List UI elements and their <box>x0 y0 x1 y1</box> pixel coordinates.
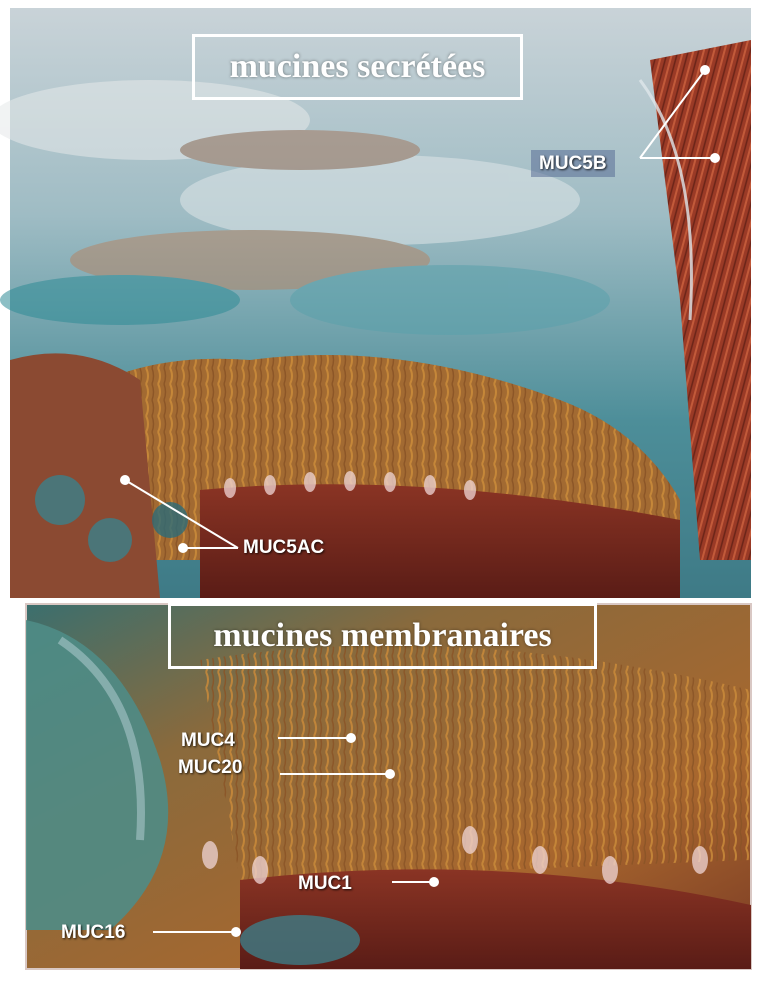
label-muc20: MUC20 <box>178 758 242 777</box>
membrane-mucins-title-text: mucines membranaires <box>213 619 551 653</box>
label-muc5b: MUC5B <box>531 150 615 177</box>
label-muc16: MUC16 <box>61 923 125 942</box>
secreted-mucins-title-text: mucines secrétées <box>230 50 486 84</box>
label-muc1: MUC1 <box>298 874 352 893</box>
secreted-mucins-title: mucines secrétées <box>192 34 523 100</box>
label-muc5ac: MUC5AC <box>243 538 324 557</box>
membrane-mucins-title: mucines membranaires <box>168 603 597 669</box>
label-muc4: MUC4 <box>181 731 235 750</box>
